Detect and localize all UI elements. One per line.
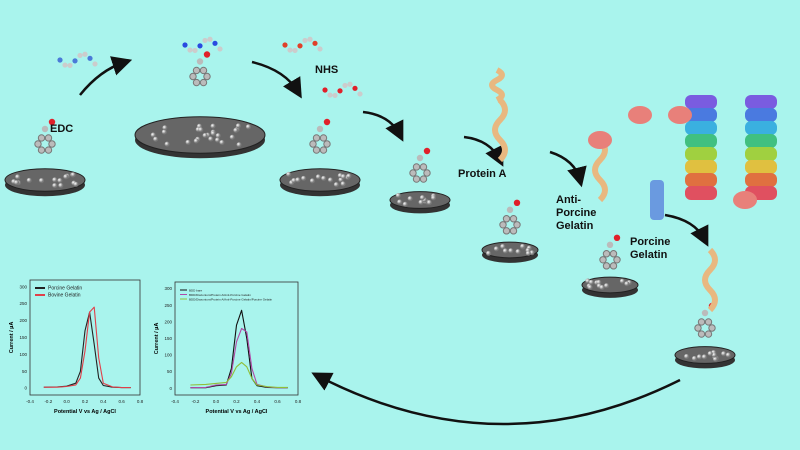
x-tick-label: 0.8 <box>137 399 144 404</box>
legend-label: BDD/Diazonium/Protein A/Anti-Porcine Gel… <box>189 293 251 297</box>
y-tick-label: 100 <box>19 352 27 357</box>
series-line <box>44 312 131 388</box>
y-tick-label: 0 <box>169 386 172 391</box>
chart-2: -0.4 -0.2 0.0 0.2 0.4 0.6 0.8 0 50 100 150 200 250 30… <box>154 282 302 415</box>
x-tick-label: -0.4 <box>171 399 179 404</box>
legend-label: BDD bare <box>189 289 203 293</box>
series-line <box>190 362 287 387</box>
x-tick-label: 0.4 <box>254 399 261 404</box>
y-axis-label: Current / µA <box>154 323 160 355</box>
y-tick-label: 250 <box>164 303 172 308</box>
plot-frame <box>30 280 140 395</box>
x-tick-label: -0.2 <box>192 399 200 404</box>
x-tick-label: -0.2 <box>44 399 52 404</box>
x-axis-label: Potential V vs Ag / AgCl <box>206 409 268 415</box>
x-tick-label: 0.0 <box>213 399 220 404</box>
x-tick-label: 0.2 <box>233 399 240 404</box>
y-tick-label: 150 <box>164 336 172 341</box>
legend-label: Porcine Gelatin <box>48 286 82 292</box>
x-tick-label: -0.4 <box>26 399 34 404</box>
x-axis-label: Potential V vs Ag / AgCl <box>54 409 116 415</box>
x-tick-label: 0.6 <box>119 399 126 404</box>
y-tick-label: 50 <box>22 369 28 374</box>
legend-label: Bovine Gelatin <box>48 293 81 299</box>
x-tick-label: 0.8 <box>295 399 302 404</box>
x-tick-label: 0.2 <box>82 399 89 404</box>
y-tick-label: 300 <box>19 284 27 289</box>
y-axis-label: Current / µA <box>9 322 15 354</box>
y-tick-label: 150 <box>19 335 27 340</box>
x-tick-label: 0.6 <box>274 399 281 404</box>
y-tick-label: 300 <box>164 286 172 291</box>
y-tick-label: 100 <box>164 353 172 358</box>
y-tick-label: 200 <box>164 319 172 324</box>
x-tick-label: 0.0 <box>64 399 71 404</box>
y-tick-label: 200 <box>19 318 27 323</box>
y-tick-label: 0 <box>24 386 27 391</box>
series-line <box>190 310 287 387</box>
chart-1: -0.4 -0.2 0.0 0.2 0.4 0.6 0.8 0 50 100 150 200 250 30… <box>9 280 144 415</box>
legend-label: BDD/Diazonium/Protein A/Anti-Porcine Gel… <box>189 298 273 302</box>
series-line <box>190 329 287 388</box>
y-tick-label: 50 <box>167 369 173 374</box>
x-tick-label: 0.4 <box>100 399 107 404</box>
y-tick-label: 250 <box>19 301 27 306</box>
